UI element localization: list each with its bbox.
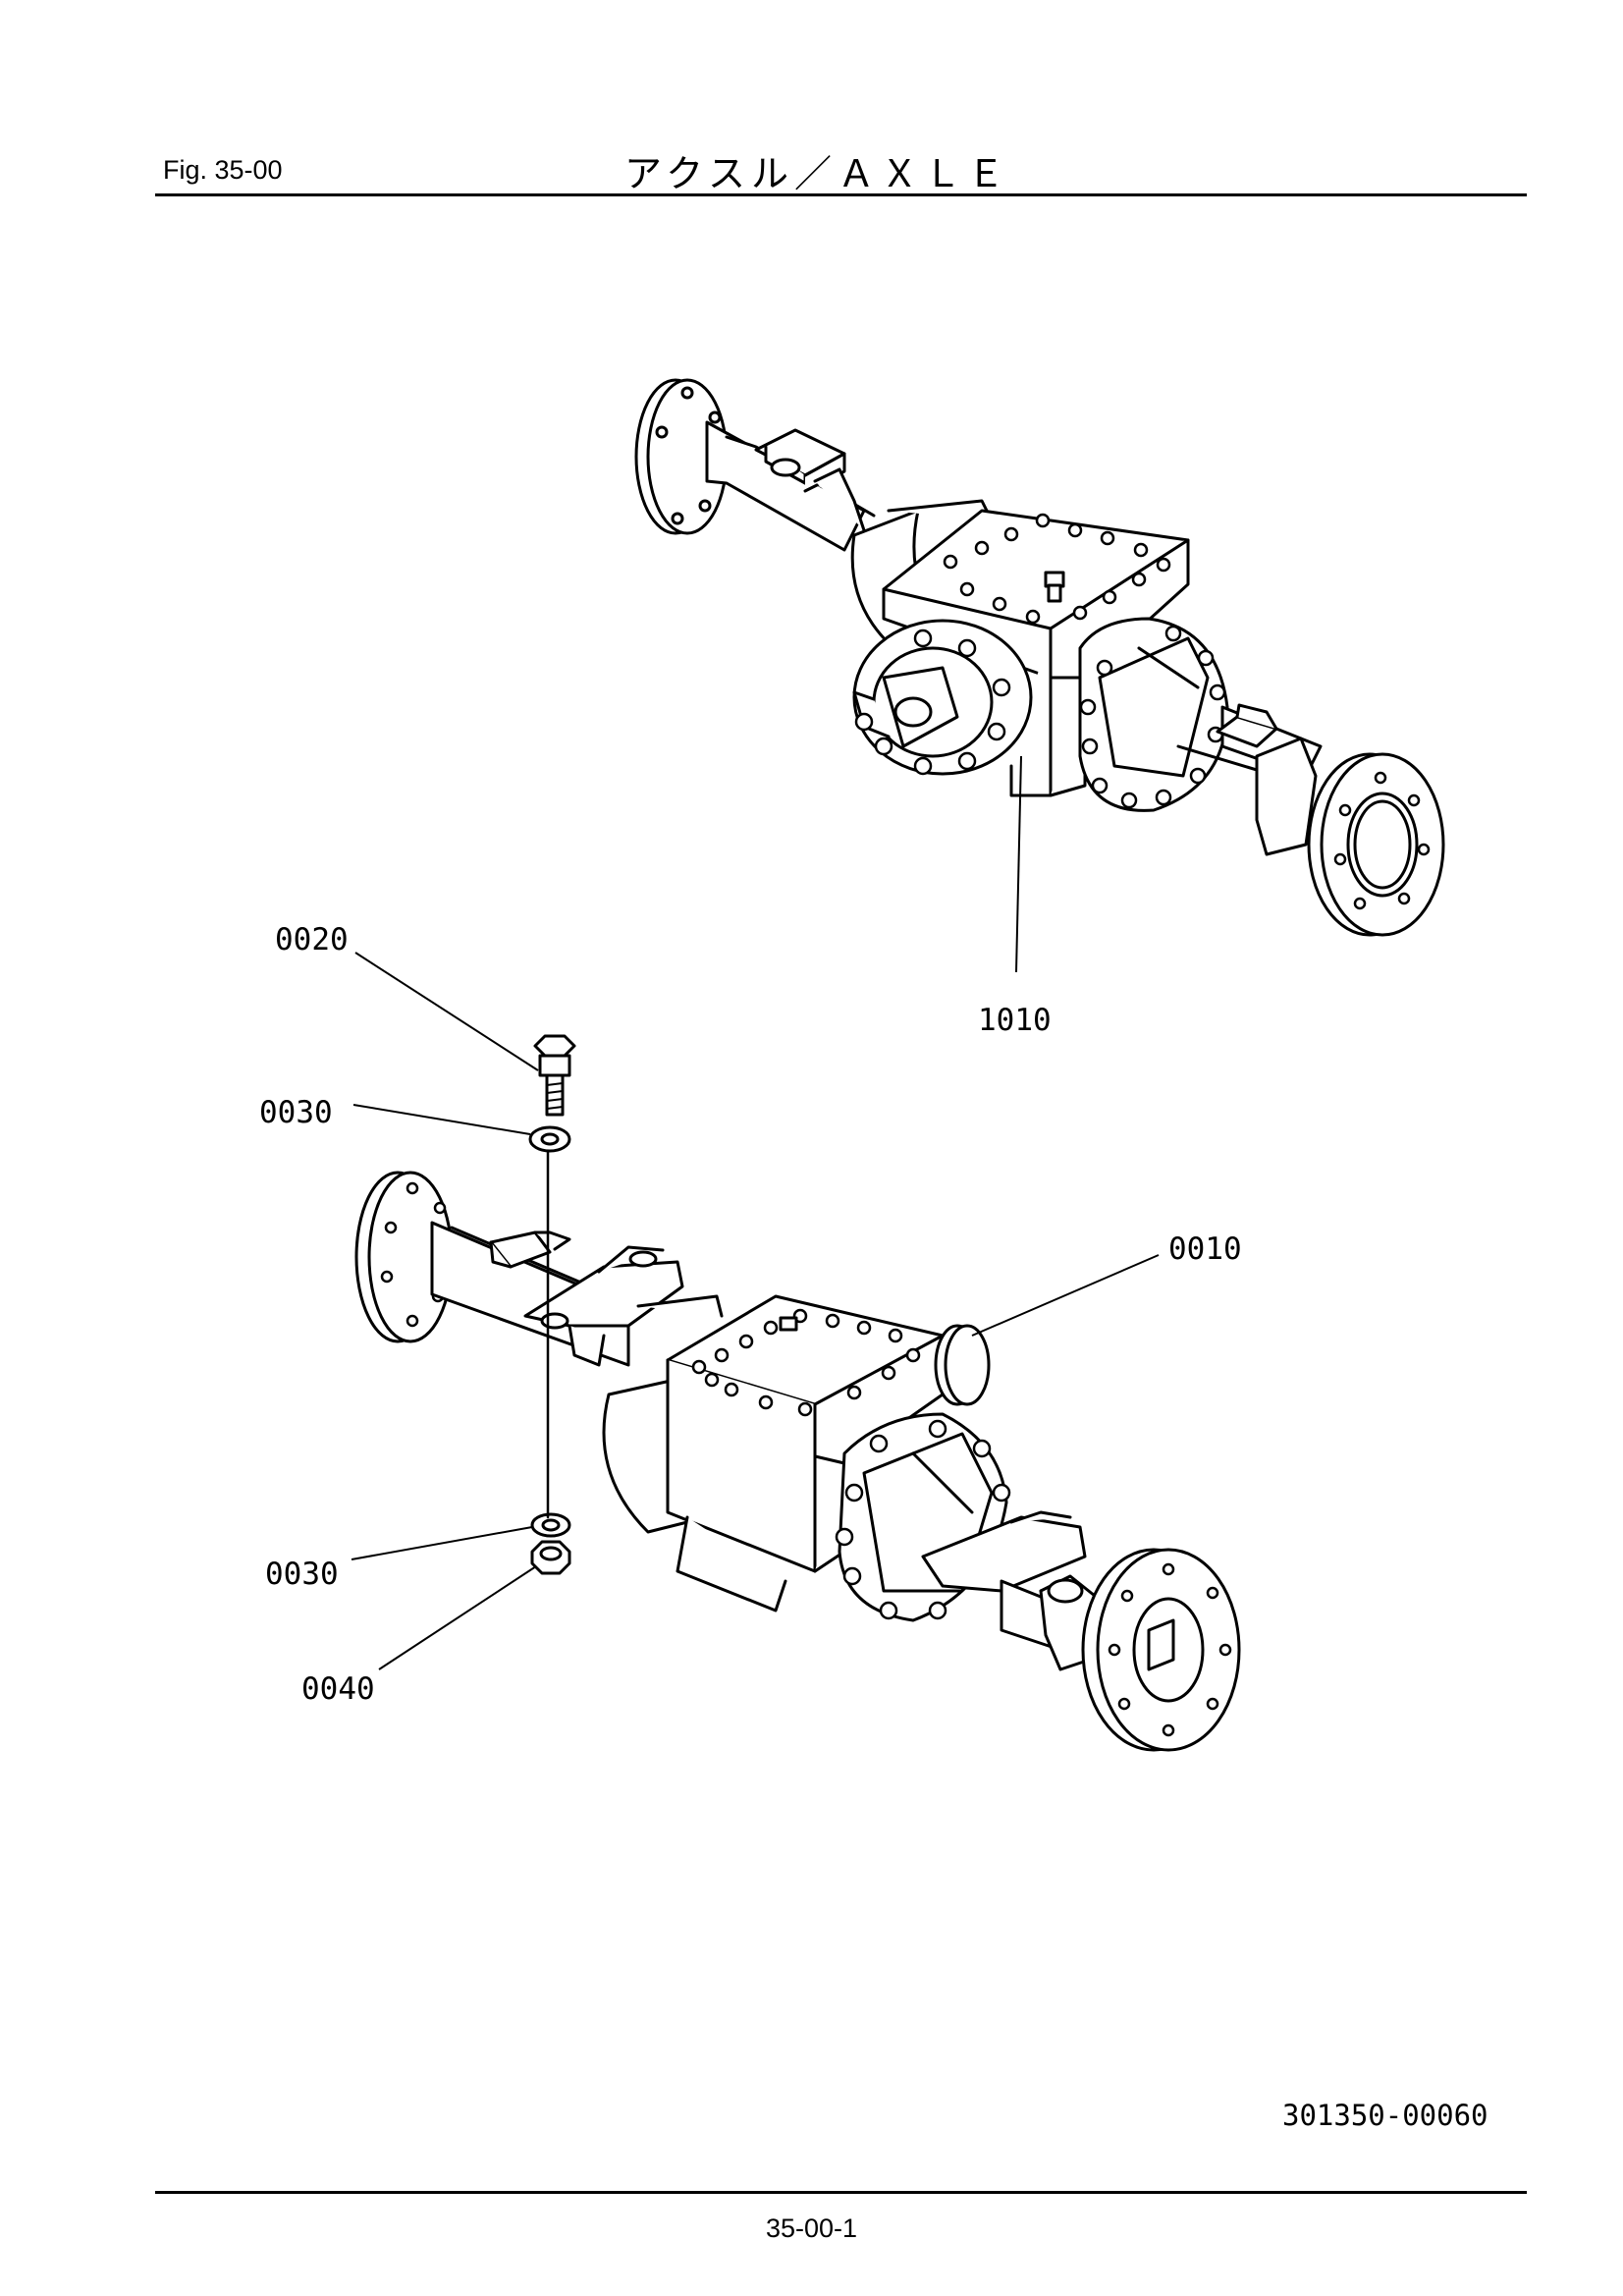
- callout-1010: 1010: [978, 1003, 1052, 1038]
- bolt-0020: [533, 1034, 576, 1117]
- callout-0010: 0010: [1168, 1231, 1242, 1267]
- leader-0030-lower: [351, 1526, 533, 1560]
- drawing-number: 301350-00060: [1282, 2099, 1488, 2132]
- axle-assembly-upper: [634, 378, 1445, 937]
- washer-0030-lower: [530, 1512, 571, 1538]
- footer-rule: [155, 2191, 1527, 2194]
- page-number: 35-00-1: [765, 2214, 858, 2243]
- callout-0040: 0040: [301, 1671, 375, 1707]
- callout-0020: 0020: [275, 922, 349, 957]
- callout-0030-lower: 0030: [265, 1557, 339, 1592]
- page-title: アクスル／ＡＸＬＥ: [624, 152, 1010, 195]
- callout-0030-upper: 0030: [259, 1095, 333, 1130]
- washer-0030-upper: [528, 1125, 571, 1153]
- leader-0010: [971, 1254, 1160, 1337]
- leader-lines: [351, 755, 1160, 1670]
- header-rule: [155, 193, 1527, 196]
- leader-0030-upper: [352, 1104, 531, 1135]
- leader-1010: [1015, 755, 1022, 973]
- leader-0020: [354, 952, 539, 1071]
- figure-label: Fig. 35-00: [163, 155, 283, 185]
- axle-housing-lower: [354, 1171, 1241, 1752]
- leader-0040: [378, 1565, 537, 1670]
- nut-0040: [530, 1540, 571, 1575]
